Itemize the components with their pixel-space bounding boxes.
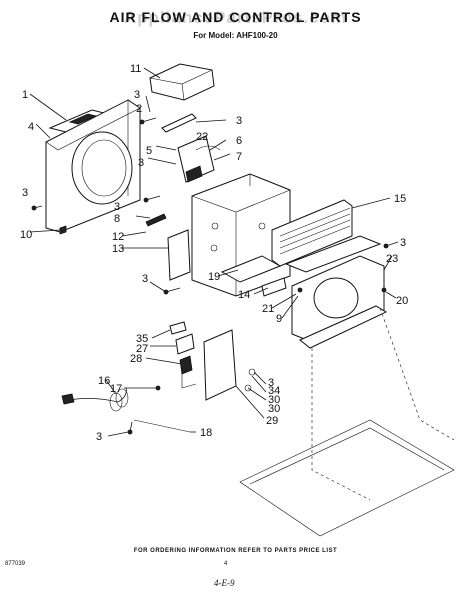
callout-14: 14 [238,289,250,301]
document-number: 877039 [5,561,26,567]
callout-3f: 3 [400,237,406,249]
callout-17: 17 [110,383,122,395]
part-10-clip [59,225,67,235]
callout-3a: 3 [134,89,140,101]
watermark: AppliancePartsPros.com [123,8,348,27]
ordering-note: FOR ORDERING INFORMATION REFER TO PARTS … [133,548,338,554]
callout-30a: 30 [268,394,280,406]
callout-9: 9 [276,313,282,325]
callout-8: 8 [114,213,120,225]
callout-18: 18 [200,427,212,439]
callout-29: 29 [266,415,278,427]
callout-2: 2 [136,103,142,115]
callout-21: 21 [262,303,274,315]
part-15-coil [271,199,382,273]
page-number: 4 [224,561,228,567]
control-panel-parts [169,321,256,401]
callout-labels: 11 1 4 3 2 3 22 6 5 3 7 3 3 8 10 12 13 1… [20,63,408,443]
model-label: For Model: AHF100-20 [193,31,278,40]
callout-15: 15 [394,193,406,205]
callout-27: 27 [136,343,148,355]
callout-23: 23 [386,253,398,265]
callout-30b: 30 [268,403,280,415]
part-13-bracket [145,213,191,281]
callout-4: 4 [28,121,34,133]
leader-lines [29,67,399,437]
callout-3i: 3 [96,431,102,443]
callout-19: 19 [208,271,220,283]
callout-10: 10 [20,229,32,241]
callout-12: 12 [112,231,124,243]
callout-3b: 3 [236,115,242,127]
callout-20: 20 [396,295,408,307]
callout-7: 7 [236,151,242,163]
screws [31,117,389,435]
page-title: AIR FLOW AND CONTROL PARTS [109,9,362,25]
callout-5: 5 [146,145,152,157]
base-pan [239,307,455,537]
callout-3e: 3 [114,201,120,213]
part-14-bracket [220,255,287,297]
power-cord [61,387,191,433]
callout-1: 1 [22,89,28,101]
callout-22: 22 [196,131,208,143]
callout-3h: 3 [268,377,274,389]
part-4-front-panel [45,99,141,233]
part-2-control-bracket [161,113,221,183]
handwritten-note: 4-E-9 [214,578,235,588]
callout-35: 35 [136,333,148,345]
callout-16: 16 [98,375,110,387]
callout-3g: 3 [142,273,148,285]
callout-28: 28 [130,353,142,365]
part-11-cover [149,63,215,101]
callout-11: 11 [130,63,141,75]
callout-13: 13 [112,243,124,255]
callout-34: 34 [268,385,280,397]
callout-3d: 3 [22,187,28,199]
callout-3c: 3 [138,157,144,169]
blower-shroud [291,255,388,349]
callout-6: 6 [236,135,242,147]
